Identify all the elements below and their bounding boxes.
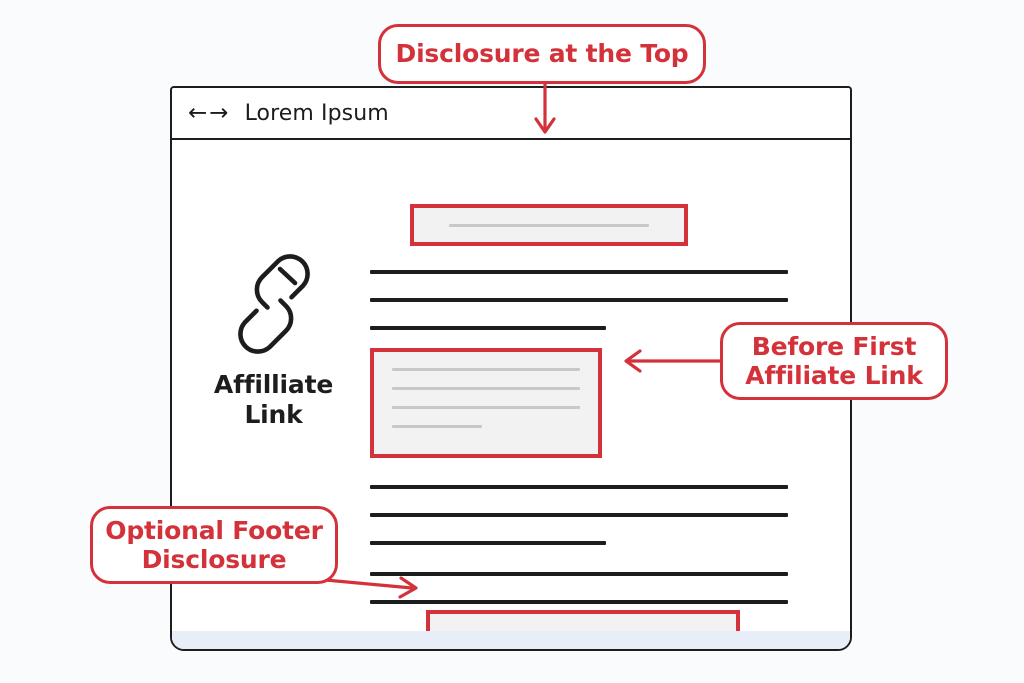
callout-before-first-line-2: Affiliate Link [745, 361, 923, 390]
placeholder-text-line [392, 406, 580, 409]
affiliate-caption-line-1: Affilliate [213, 370, 334, 399]
affiliate-caption-line-2: Link [244, 399, 303, 429]
placeholder-text-line [392, 387, 580, 390]
callout-before-first-line-1: Before First [751, 331, 917, 361]
arrow-disclosure-top [534, 78, 556, 134]
callout-disclosure-top[interactable]: Disclosure at the Top [378, 24, 706, 84]
affiliate-link-caption: Affilliate Link [186, 370, 361, 429]
body-text-line [370, 572, 788, 576]
page-title: Lorem Ipsum [244, 100, 389, 126]
chain-link-icon [237, 254, 310, 354]
arrow-before-first-affiliate-link [624, 349, 728, 373]
body-text-line [370, 485, 788, 489]
body-text-line [370, 513, 788, 517]
body-text-line [370, 600, 788, 604]
disclosure-box-top[interactable] [410, 204, 688, 246]
callout-footer-line-1: Optional Footer [105, 515, 323, 545]
callout-disclosure-top-label: Disclosure at the Top [395, 39, 689, 69]
browser-toolbar: ← → Lorem Ipsum [172, 88, 850, 140]
browser-footer-bar [172, 631, 850, 649]
disclosure-box-inline[interactable] [370, 348, 602, 458]
back-arrow-icon[interactable]: ← [188, 99, 207, 126]
placeholder-text-line [392, 368, 580, 371]
browser-nav-arrows: ← → [188, 99, 229, 126]
forward-arrow-icon[interactable]: → [209, 99, 228, 126]
callout-optional-footer-disclosure[interactable]: Optional Footer Disclosure [90, 506, 338, 584]
callout-before-first-affiliate-link[interactable]: Before First Affiliate Link [720, 322, 948, 400]
affiliate-link-illustration: Affilliate Link [186, 250, 361, 429]
callout-footer-line-2: Disclosure [141, 545, 287, 574]
placeholder-text-line [449, 223, 649, 227]
body-text-line [370, 541, 606, 545]
body-text-line [370, 326, 606, 330]
body-text-line [370, 270, 788, 274]
body-text-line [370, 298, 788, 302]
placeholder-text-line [392, 425, 483, 428]
